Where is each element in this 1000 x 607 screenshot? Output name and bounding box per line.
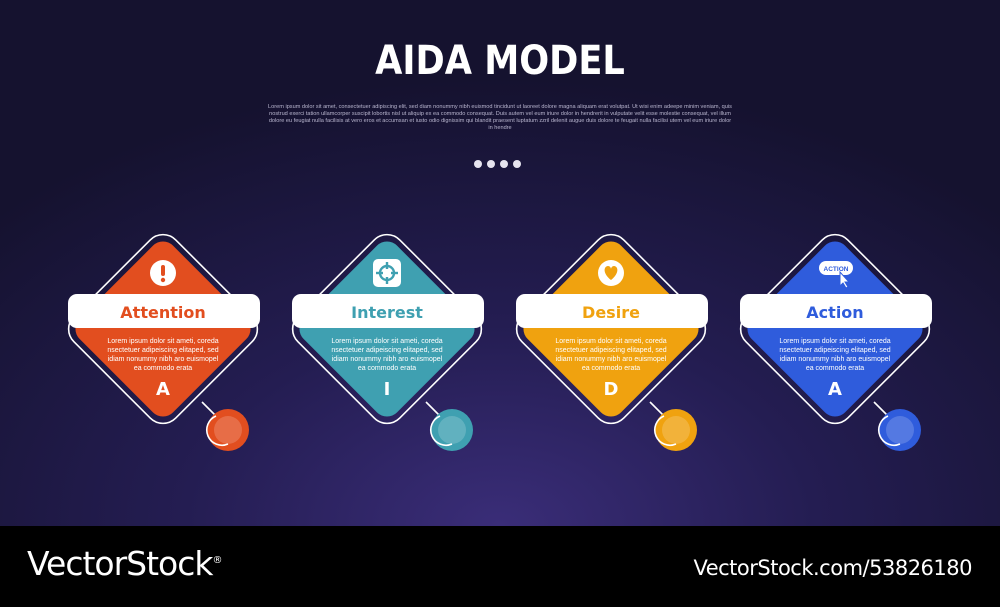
stage-bubble-inner — [438, 416, 466, 444]
exclamation-icon — [148, 258, 178, 288]
diamond-shape — [515, 233, 708, 451]
label-band — [68, 294, 260, 328]
diamond-fill — [523, 241, 699, 417]
label-band — [740, 294, 932, 328]
stage-text: Lorem ipsum dolor sit ameti, coreda nsec… — [779, 338, 891, 372]
description-text: Lorem ipsum dolor sit amet, consectetuer… — [268, 104, 732, 131]
stage-bubble-inner — [214, 416, 242, 444]
stage-bubble — [655, 409, 697, 451]
stage-letter: A — [828, 379, 842, 400]
diamond-outline — [291, 233, 483, 425]
diamond-shape — [739, 233, 932, 451]
diamond-shape — [67, 233, 260, 451]
stage-card-interest: Interest Lorem ipsum dolor sit ameti, co… — [290, 232, 490, 457]
diamond-outline — [67, 233, 259, 425]
diamond-fill — [747, 241, 923, 417]
stage-letter: I — [383, 379, 391, 400]
stage-bubble — [431, 409, 473, 451]
stage-letter: A — [156, 379, 170, 400]
diamond-outline — [739, 233, 931, 425]
stage-card-desire: Desire Lorem ipsum dolor sit ameti, core… — [514, 232, 714, 457]
diamond-fill — [75, 241, 251, 417]
stage-bubble — [879, 409, 921, 451]
pagination-dots — [474, 160, 521, 168]
label-band — [292, 294, 484, 328]
stage-title: Interest — [351, 303, 423, 322]
watermark-brand: VectorStock® — [27, 544, 223, 583]
label-band — [516, 294, 708, 328]
watermark-url: VectorStock.com/53826180 — [693, 556, 972, 580]
stage-text: Lorem ipsum dolor sit ameti, coreda nsec… — [331, 338, 443, 372]
stage-card-action: ACTION Action Lorem ipsum dolor sit amet… — [738, 232, 938, 457]
action-cursor-icon: ACTION — [818, 258, 854, 288]
pagination-dot — [500, 160, 508, 168]
heart-icon — [596, 258, 626, 288]
stage-title: Attention — [120, 303, 206, 322]
stage-bubble-inner — [886, 416, 914, 444]
diamond-fill — [299, 241, 475, 417]
pagination-dot — [487, 160, 495, 168]
page-title: AIDA MODEL — [375, 38, 625, 84]
stage-card-attention: Attention Lorem ipsum dolor sit ameti, c… — [66, 232, 266, 457]
watermark-bar: VectorStock® VectorStock.com/53826180 — [0, 526, 1000, 607]
pagination-dot — [474, 160, 482, 168]
stage-bubble-inner — [662, 416, 690, 444]
stage-title: Desire — [582, 303, 640, 322]
infographic-canvas: AIDA MODEL Lorem ipsum dolor sit amet, c… — [0, 0, 1000, 526]
pagination-dot — [513, 160, 521, 168]
stage-text: Lorem ipsum dolor sit ameti, coreda nsec… — [555, 338, 667, 372]
stage-title: Action — [806, 303, 864, 322]
target-icon — [372, 258, 402, 288]
diamond-shape — [291, 233, 484, 451]
stage-text: Lorem ipsum dolor sit ameti, coreda nsec… — [107, 338, 219, 372]
diamond-outline — [515, 233, 707, 425]
svg-text:ACTION: ACTION — [824, 266, 849, 273]
stage-letter: D — [603, 379, 619, 400]
stage-bubble — [207, 409, 249, 451]
